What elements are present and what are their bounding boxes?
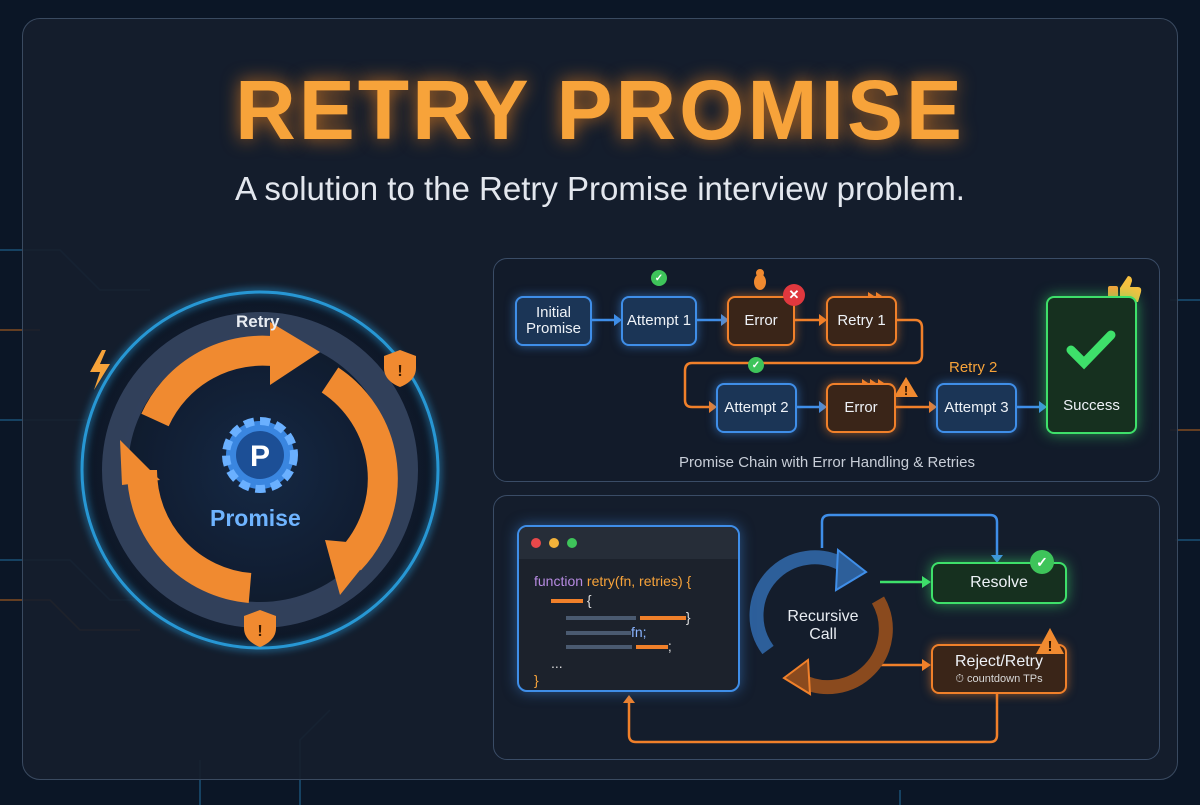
retry-arrow-left	[126, 469, 252, 603]
arrow-head	[120, 440, 160, 485]
code-window: function retry(fn, retries) { { } fn; ; …	[517, 525, 740, 692]
warning-triangle-icon: !	[1036, 628, 1064, 655]
gear-p-icon: P	[222, 417, 298, 493]
success-node: Success	[1046, 296, 1137, 434]
promise-label: Promise	[210, 505, 301, 531]
close-dot-icon[interactable]	[531, 538, 541, 548]
maximize-dot-icon[interactable]	[567, 538, 577, 548]
svg-text:!: !	[397, 363, 402, 380]
retry-2-label: Retry 2	[949, 359, 998, 376]
svg-text:!: !	[1048, 638, 1053, 655]
code-keyword: function	[534, 573, 584, 589]
code-brace: }	[685, 609, 691, 625]
lightning-icon	[90, 350, 110, 390]
window-titlebar	[519, 527, 738, 559]
warning-triangle-icon: !	[894, 377, 918, 398]
minimize-dot-icon[interactable]	[549, 538, 559, 548]
code-fn: fn;	[631, 624, 647, 640]
code-closing-brace: }	[534, 672, 539, 688]
countdown-label: countdown TPs	[967, 672, 1043, 685]
reject-retry-node: Reject/Retry ⏱ countdown TPs	[931, 644, 1067, 694]
code-signature: retry(fn, retries) {	[583, 573, 692, 589]
svg-text:P: P	[250, 440, 270, 473]
retry-1-node: Retry 1	[826, 296, 897, 346]
recursion-panel	[493, 495, 1160, 760]
recursive-cycle-icon	[749, 550, 893, 695]
warning-shield-icon: !	[244, 610, 276, 647]
recursive-call-label: Recursive Call	[787, 608, 859, 644]
success-label: Success	[1063, 396, 1120, 414]
code-brace: {	[586, 592, 592, 608]
error-x-icon: ✕	[783, 284, 805, 306]
check-badge-icon: ✓	[1030, 550, 1054, 574]
retry-arrow-label: Retry	[236, 312, 280, 331]
timer-icon: ⏱	[955, 672, 964, 685]
reject-retry-label: Reject/Retry	[954, 653, 1044, 671]
svg-text:!: !	[257, 623, 262, 640]
arrow-head	[325, 540, 380, 595]
bug-icon	[754, 269, 766, 290]
page-subtitle: A solution to the Retry Promise intervie…	[235, 170, 965, 207]
error-node-1: Error	[727, 296, 795, 346]
warning-shield-icon: !	[384, 350, 416, 387]
page-title: RETRY PROMISE	[235, 63, 965, 157]
attempt-3-node: Attempt 3	[936, 383, 1017, 433]
code-ellipsis: ...	[551, 655, 563, 671]
chain-caption: Promise Chain with Error Handling & Retr…	[679, 454, 975, 471]
attempt-1-node: Attempt 1	[621, 296, 697, 346]
retry-arrow-top	[141, 335, 283, 427]
initial-promise-node: Initial Promise	[515, 296, 592, 346]
attempt-2-node: Attempt 2	[716, 383, 797, 433]
check-badge-icon: ✓	[748, 357, 764, 373]
retry-cycle-graphic: P ! !	[79, 289, 441, 651]
success-check-icon	[1066, 330, 1116, 370]
arrow-head	[270, 322, 320, 385]
retry-arrow-right	[321, 367, 398, 571]
code-semicolon: ;	[667, 638, 672, 654]
svg-text:!: !	[904, 383, 908, 398]
check-badge-icon: ✓	[651, 270, 667, 286]
error-node-2: Error	[826, 383, 896, 433]
